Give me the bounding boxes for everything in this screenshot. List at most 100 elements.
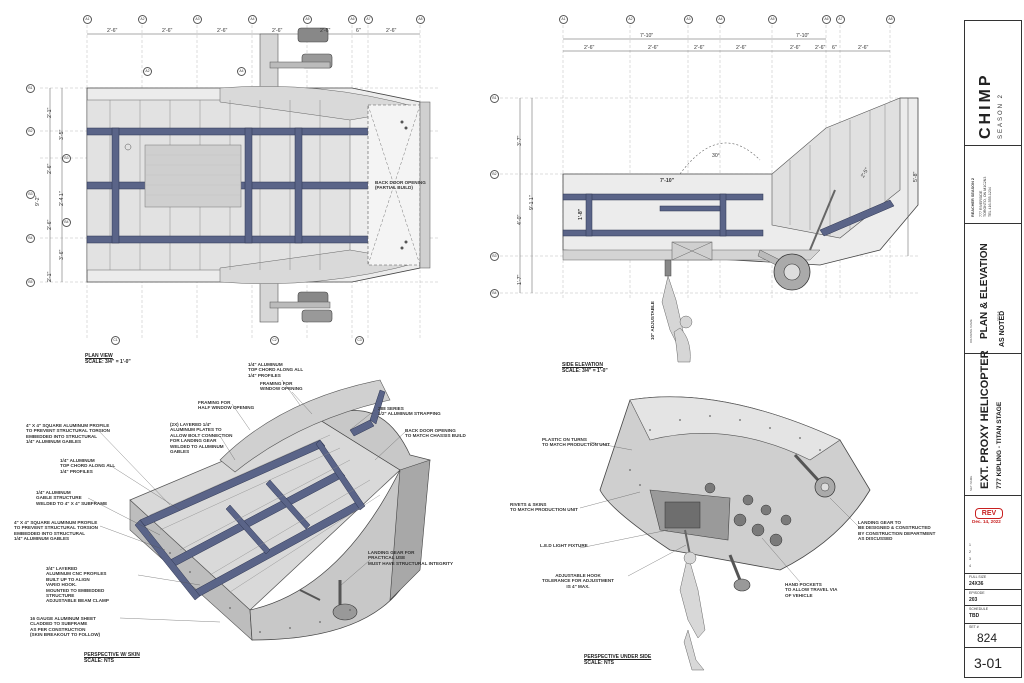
elev-dim-right: 5'-8" — [913, 171, 919, 182]
sheet-number: 3-01 — [974, 655, 1003, 671]
rev-badge: REV — [975, 508, 1003, 519]
episode-value: 203 — [969, 597, 978, 603]
side-elevation-svg — [500, 20, 920, 363]
show-address: 777 RIVERSIDE TORONTO, ON M1C2N3 TEL 416… — [979, 176, 992, 217]
size-value: 24X36 — [969, 581, 984, 587]
plan-grid-a3: A3 — [193, 15, 202, 24]
plan-grid-b4: B4 — [26, 234, 35, 243]
elev-dim-left-4: 1'-7" — [517, 274, 523, 285]
elev-grid-a6: A6 — [822, 15, 831, 24]
stage-name: 777 KIPLING - TITAN STAGE — [996, 401, 1003, 489]
size-label: FULL SIZE — [969, 575, 987, 579]
logo-season: SEASON 2 — [998, 92, 1004, 139]
skin-note-back-door: BACK DOOR OPENING TO MATCH CHASSIS BUILD — [405, 428, 466, 439]
elev-dim-inner-height: 1'-8" — [578, 208, 584, 220]
rev-row-4: 4 — [969, 564, 971, 568]
plan-dim-top-1: 2'-6" — [107, 28, 118, 34]
rev-row-2: 2 — [969, 550, 971, 554]
elev-grid-a5: A5 — [768, 15, 777, 24]
plan-dim-left-2: 3'-5" — [59, 129, 65, 140]
elev-dim-top2-2: 2'-6" — [648, 45, 659, 51]
skin-note-strapping: 288 SERIES 1/2" ALUMINUM STRAPPING — [378, 406, 441, 417]
plan-grid-mid-a4: A4 — [237, 67, 246, 76]
plan-view-svg — [40, 20, 440, 340]
elev-dim-left-1: 3'-7" — [517, 135, 523, 146]
plan-grid-a8: A8 — [416, 15, 425, 24]
plan-grid-a2: A2 — [138, 15, 147, 24]
skin-note-window-framing: FRAMING FOR WINDOW OPENING — [260, 381, 303, 392]
plan-grid-b3: B3 — [26, 190, 35, 199]
skin-note-cnc-profiles: 3/4" LAYERED ALUMINUM CNC PROFILES BUILT… — [46, 566, 109, 604]
title-block: CHIMP SEASON 2 REACHER SEASON 2 777 RIVE… — [964, 20, 1022, 678]
schedule-value: TBD — [969, 613, 980, 619]
plan-grid-c2: C2 — [270, 336, 279, 345]
elev-dim-top2-6: 2'-6" — [815, 45, 826, 51]
plan-grid-inner-b3: B3 — [62, 154, 71, 163]
plan-grid-b2: B2 — [26, 127, 35, 136]
skin-note-gable-structure: 1/4" ALUMINUM GABLE STRUCTURE WELDED TO … — [36, 490, 108, 506]
set-name: EXT. PROXY HELICOPTER — [979, 350, 991, 489]
rev-row-1: 1 — [969, 543, 971, 547]
elev-dim-top2-8: 2'-6" — [858, 45, 869, 51]
elev-dim-top-1: 7'-10" — [640, 33, 654, 39]
elev-dim-left-3: 9'-1 1" — [529, 195, 535, 210]
plan-grid-a5: A5 — [303, 15, 312, 24]
plan-view-drawing: A1 A2 A3 A4 A5 A6 A7 A8 A2 A4 B1 B2 B3 B… — [20, 10, 480, 380]
elev-grid-a3: A3 — [684, 15, 693, 24]
show-name: REACHER SEASON 2 — [971, 177, 975, 217]
plan-dim-left-3: 2'-6" — [47, 163, 53, 174]
rev-row-3: 3 — [969, 557, 971, 561]
side-elevation-drawing: A1 A2 A3 A4 A5 A6 A7 A8 B1 B2 B3 B4 7'-1… — [480, 10, 940, 380]
plan-dim-left-5: 2'-4 1" — [59, 191, 65, 206]
scale-value: AS NOTED — [999, 310, 1006, 347]
plan-dim-left-7: 3'-6" — [59, 249, 65, 260]
rev-date: Dec. 14, 2022 — [972, 519, 1001, 524]
plan-grid-b1: B1 — [26, 84, 35, 93]
plan-dim-top-6: 6" — [356, 28, 361, 34]
under-note-plastic: PLASTIC ON TURNS TO MATCH PRODUCTION UNI… — [542, 437, 610, 448]
perspective-skin-drawing: 1/4" ALUMINUM TOP CHORD ALONG ALL 1/4" P… — [14, 360, 480, 675]
elev-dim-top2-7: 6" — [832, 45, 837, 51]
elev-dim-inner-width: 7'-10" — [660, 178, 675, 184]
plan-dim-top-2: 2'-6" — [162, 28, 173, 34]
elev-grid-b1: B1 — [490, 94, 499, 103]
elev-grid-a8: A8 — [886, 15, 895, 24]
elev-grid-b4: B4 — [490, 289, 499, 298]
drawing-name: PLAN & ELEVATION — [979, 243, 990, 339]
under-note-led: L.E.D LIGHT FIXTURE — [540, 543, 588, 548]
skin-note-square-profile-2: 4" X 4" SQUARE ALUMINUM PROFILE TO PREVE… — [14, 520, 98, 542]
plan-dim-top-4: 2'-6" — [272, 28, 283, 34]
revision-box: REV Dec. 14, 2022 — [972, 506, 1014, 536]
plan-dim-left-6: 2'-6" — [47, 219, 53, 230]
plan-dim-left-1: 2'-1" — [47, 107, 53, 118]
elev-grid-a4: A4 — [716, 15, 725, 24]
set-number-label: SET # — [969, 625, 979, 629]
skin-note-top-chord-2: 1/4" ALUMINUM TOP CHORD ALONG ALL 1/4" P… — [60, 458, 116, 474]
elev-grid-a2: A2 — [626, 15, 635, 24]
set-number: 824 — [977, 631, 998, 645]
under-note-hook: ADJUSTABLE HOOK TOLERANCE FOR ADJUSTMENT… — [542, 573, 614, 589]
skin-note-square-profile-1: 4" X 4" SQUARE ALUMINUM PROFILE TO PREVE… — [26, 423, 110, 445]
elev-dim-top2-1: 2'-6" — [584, 45, 595, 51]
logo: CHIMP — [977, 72, 994, 139]
plan-callout-back-door: BACK DOOR OPENING (PARTIAL BUILD) — [375, 180, 426, 191]
plan-dim-top-3: 2'-6" — [217, 28, 228, 34]
plan-dim-left-4: 9'-2" — [35, 195, 41, 206]
elev-dim-top-2: 7'-10" — [796, 33, 810, 39]
plan-dim-top-7: 2'-6" — [386, 28, 397, 34]
plan-grid-inner-b4: B4 — [62, 218, 71, 227]
elev-dim-angle: 30° — [712, 153, 720, 159]
plan-grid-b5: B5 — [26, 278, 35, 287]
elev-grid-a1: A1 — [559, 15, 568, 24]
under-note-hand-pockets: HAND POCKETS TO ALLOW TRAVEL VIA OF VEHI… — [785, 582, 838, 598]
elev-grid-b2: B2 — [490, 170, 499, 179]
plan-grid-a7: A7 — [364, 15, 373, 24]
plan-grid-a4: A4 — [248, 15, 257, 24]
plan-grid-c1: C1 — [111, 336, 120, 345]
skin-note-landing-gear: LANDING GEAR FOR PRACTICAL USE MUST HAVE… — [368, 550, 454, 566]
plan-grid-c3: C3 — [355, 336, 364, 345]
